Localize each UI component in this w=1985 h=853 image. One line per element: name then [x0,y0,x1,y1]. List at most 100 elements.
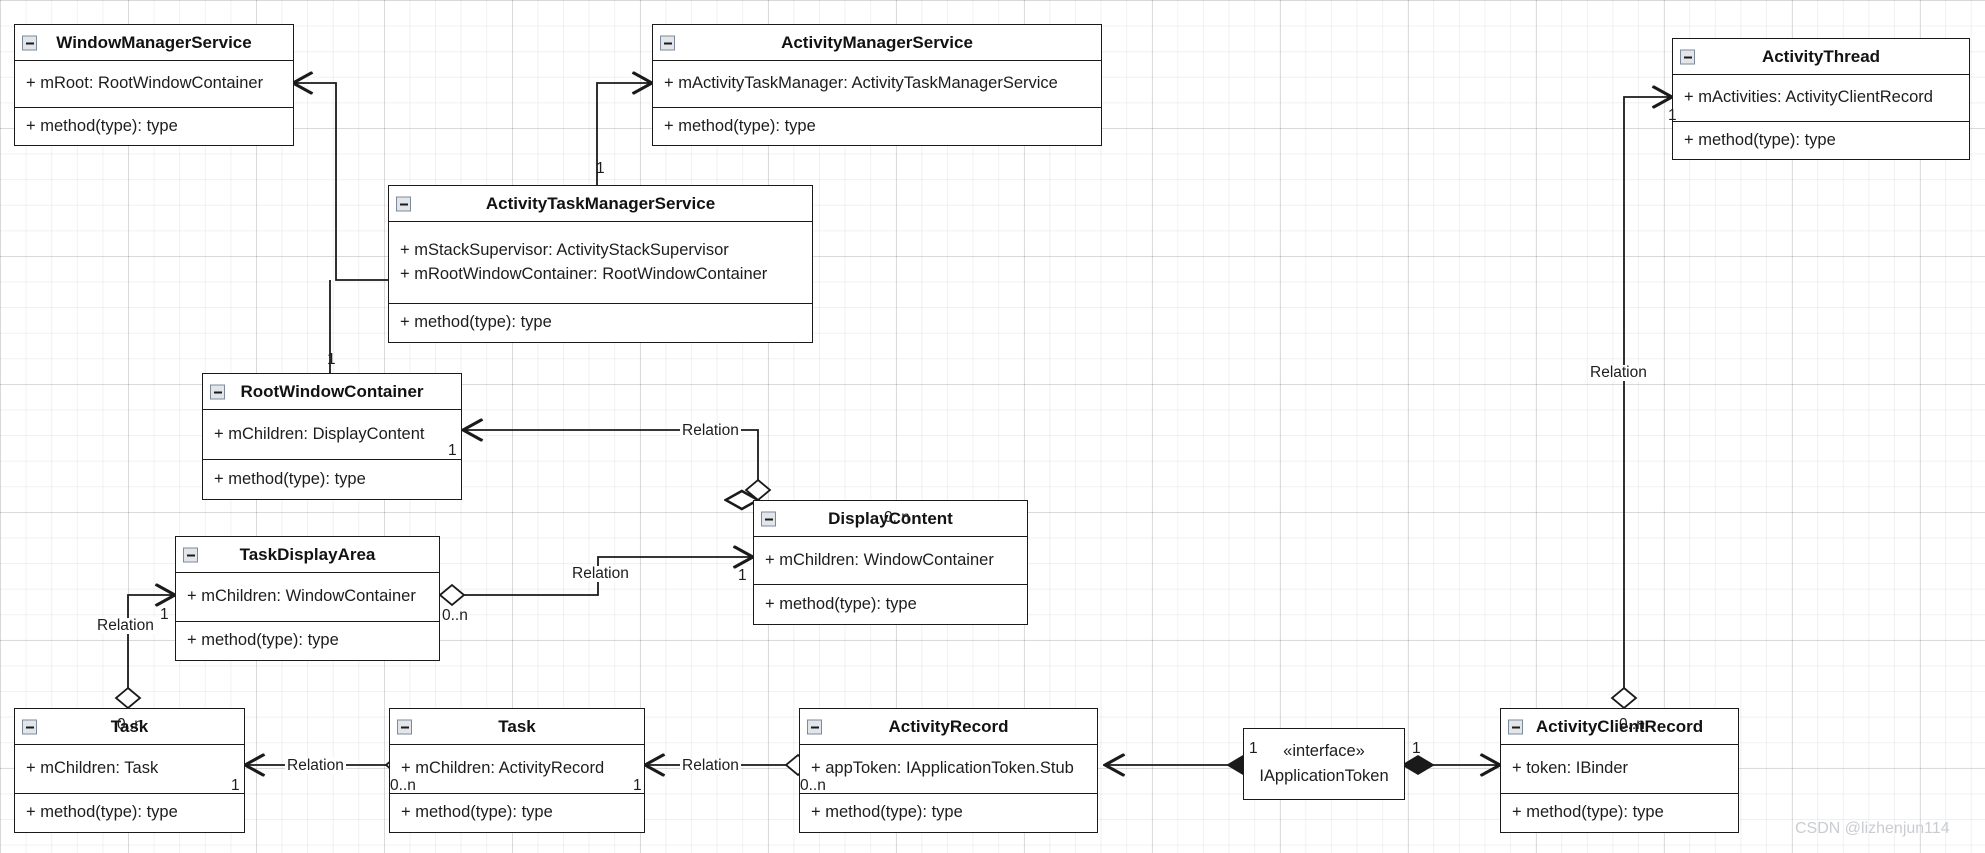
class-activity-record[interactable]: ActivityRecord + appToken: IApplicationT… [799,708,1098,833]
diamond-iat-right [1401,754,1435,776]
operation-row: + method(type): type [1512,803,1664,822]
class-root-window-container[interactable]: RootWindowContainer + mChildren: Display… [202,373,462,500]
mult-task-parent-zero-n: 0..n [117,716,143,733]
class-operations: + method(type): type [1673,122,1969,159]
edge-atms-to-ams [596,83,652,186]
class-activity-task-manager-service[interactable]: ActivityTaskManagerService + mStackSuper… [388,185,813,343]
interface-stereotype: «interface» [1283,742,1365,761]
collapse-icon[interactable] [761,511,776,526]
collapse-icon[interactable] [397,719,412,734]
interface-name: IApplicationToken [1259,767,1389,785]
operation-row: + method(type): type [26,803,178,822]
edge-rwc-to-dc-arrow [463,430,759,498]
mult-activitythread-one: 1 [1668,107,1677,124]
class-operations: + method(type): type [389,304,812,342]
operation-row: + method(type): type [664,116,816,135]
class-attributes: + appToken: IApplicationToken.Stub [800,745,1097,794]
class-activity-manager-service[interactable]: ActivityManagerService + mActivityTaskMa… [652,24,1102,146]
class-attributes: + mChildren: Task [15,745,244,794]
edge-atms-to-wms [293,83,388,281]
class-attributes: + mChildren: WindowContainer [754,537,1027,585]
operation-row: + method(type): type [811,803,963,822]
class-attributes: + token: IBinder [1501,745,1738,794]
class-title: RootWindowContainer [240,382,424,401]
class-operations: + method(type): type [203,460,461,499]
collapse-icon[interactable] [210,384,225,399]
watermark: CSDN @lizhenjun114 [1795,820,1950,837]
collapse-icon[interactable] [183,547,198,562]
operation-row: + method(type): type [26,116,178,135]
class-title: Task [498,717,536,736]
edge-label-relation-tda-dc: Relation [570,565,631,582]
class-header: DisplayContent [754,501,1027,537]
edge-label-relation-taskchild-activityrecord: Relation [680,757,741,774]
attribute-row: + mActivities: ActivityClientRecord [1684,88,1933,107]
class-attributes: + mChildren: ActivityRecord [390,745,644,794]
class-attributes: + mStackSupervisor: ActivityStackSupervi… [389,222,812,304]
collapse-icon[interactable] [1508,719,1523,734]
mult-task-parent-right-one: 1 [231,777,240,794]
mult-atms-to-ams: 1 [596,160,605,177]
class-header: RootWindowContainer [203,374,461,410]
diamond-task-parent-top [114,686,142,710]
diamond-activity-client-record-top [1610,686,1638,710]
class-title: ActivityRecord [888,717,1009,736]
class-operations: + method(type): type [390,794,644,832]
collapse-icon[interactable] [1680,49,1695,64]
class-operations: + method(type): type [176,622,439,660]
mult-task-child-right-one: 1 [633,777,642,794]
attribute-row: + mActivityTaskManager: ActivityTaskMana… [664,74,1058,93]
operation-row: + method(type): type [765,594,917,613]
collapse-icon[interactable] [396,196,411,211]
edge-label-relation-rwc-dc: Relation [680,422,741,439]
class-attributes: + mChildren: WindowContainer [176,573,439,622]
class-header: ActivityClientRecord [1501,709,1738,745]
class-task-child[interactable]: Task + mChildren: ActivityRecord + metho… [389,708,645,833]
mult-rwc-right-one: 1 [448,442,457,459]
class-title: Task [110,717,149,736]
class-activity-client-record[interactable]: ActivityClientRecord + token: IBinder + … [1500,708,1739,833]
class-header: ActivityTaskManagerService [389,186,812,222]
class-attributes: + mChildren: DisplayContent [203,410,461,460]
class-title: ActivityTaskManagerService [485,194,716,213]
mult-iat-left-one: 1 [1249,740,1258,757]
class-attributes: + mRoot: RootWindowContainer [15,61,293,108]
collapse-icon[interactable] [660,35,675,50]
class-task-display-area[interactable]: TaskDisplayArea + mChildren: WindowConta… [175,536,440,661]
mult-task-display-area-left-one: 1 [160,606,169,623]
class-task-parent[interactable]: Task + mChildren: Task + method(type): t… [14,708,245,833]
collapse-icon[interactable] [22,35,37,50]
attribute-row: + token: IBinder [1512,759,1629,778]
diamond-task-display-area-right [438,583,466,607]
class-activity-thread[interactable]: ActivityThread + mActivities: ActivityCl… [1672,38,1970,160]
class-attributes: + mActivities: ActivityClientRecord [1673,75,1969,122]
class-header: ActivityManagerService [653,25,1101,61]
class-title: ActivityClientRecord [1535,717,1704,736]
collapse-icon[interactable] [807,719,822,734]
edge-label-relation-taskparent-taskchild: Relation [285,757,346,774]
mult-task-child-left-zero-n: 0..n [390,777,416,794]
class-title: ActivityManagerService [781,33,973,52]
mult-task-display-area-right-zero-n: 0..n [442,607,468,624]
class-operations: + method(type): type [15,794,244,832]
attribute-row: + mChildren: WindowContainer [765,550,994,569]
class-header: ActivityRecord [800,709,1097,745]
mult-activity-client-record-zero-n: 0..n [1619,716,1645,733]
class-header: TaskDisplayArea [176,537,439,573]
mult-iat-right-one: 1 [1412,740,1421,757]
edge-acr-to-activitythread [1623,97,1672,700]
interface-iapplication-token[interactable]: «interface» IApplicationToken [1243,728,1405,800]
operation-row: + method(type): type [400,313,552,332]
attribute-row: + mChildren: DisplayContent [214,424,425,443]
class-window-manager-service[interactable]: WindowManagerService + mRoot: RootWindow… [14,24,294,146]
class-title: ActivityThread [1761,47,1881,66]
edge-label-relation-taskparent-tda: Relation [95,617,156,634]
class-display-content[interactable]: DisplayContent + mChildren: WindowContai… [753,500,1028,625]
diamond-display-content [744,478,772,502]
class-title: DisplayContent [828,509,953,528]
attribute-row: + mRootWindowContainer: RootWindowContai… [400,264,768,283]
collapse-icon[interactable] [22,719,37,734]
attribute-row: + mChildren: ActivityRecord [401,759,605,778]
class-title: TaskDisplayArea [239,545,376,564]
mult-rwc-riser-one: 1 [327,351,336,368]
